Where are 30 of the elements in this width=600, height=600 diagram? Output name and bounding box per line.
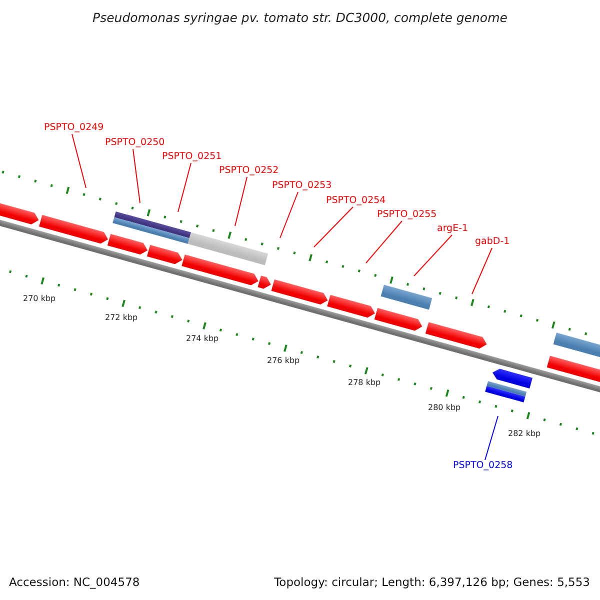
gene-label: PSPTO_0255 xyxy=(377,209,437,221)
gene-label: PSPTO_0250 xyxy=(105,137,165,149)
gene-label: argE-1 xyxy=(437,223,468,235)
gene-label: gabD-1 xyxy=(475,236,510,248)
gene-label: PSPTO_0254 xyxy=(326,195,386,207)
gene-label: PSPTO_0249 xyxy=(44,122,104,134)
leader-line xyxy=(484,416,498,460)
leader-line xyxy=(366,220,402,264)
scale-label: 280 kbp xyxy=(428,402,461,414)
leader-line xyxy=(132,148,140,204)
leader-line xyxy=(414,234,452,276)
gene-label: PSPTO_0252 xyxy=(219,165,279,177)
scale-label: 274 kbp xyxy=(186,333,219,345)
footer-text: Accession: NC_004578 xyxy=(9,576,140,588)
gene-label: PSPTO_0253 xyxy=(272,180,332,192)
scale-label: 278 kbp xyxy=(348,377,381,389)
leader-line xyxy=(72,134,86,188)
gene-label: PSPTO_0258 xyxy=(453,460,513,472)
footer-text: Topology: circular; Length: 6,397,126 bp; Genes: 5,553 xyxy=(274,576,590,588)
scale-label: 282 kbp xyxy=(508,428,541,440)
gene-label: PSPTO_0251 xyxy=(162,151,222,163)
leader-line xyxy=(234,176,248,226)
title: Pseudomonas syringae pv. tomato str. DC3000, complete genome xyxy=(92,12,508,24)
scale-label: 276 kbp xyxy=(267,355,300,367)
scale-label: 270 kbp xyxy=(23,293,56,305)
leader-line xyxy=(280,192,298,238)
scale-label: 272 kbp xyxy=(105,312,138,324)
leader-line xyxy=(472,248,492,294)
leader-line xyxy=(314,206,354,248)
leader-line xyxy=(178,162,192,212)
